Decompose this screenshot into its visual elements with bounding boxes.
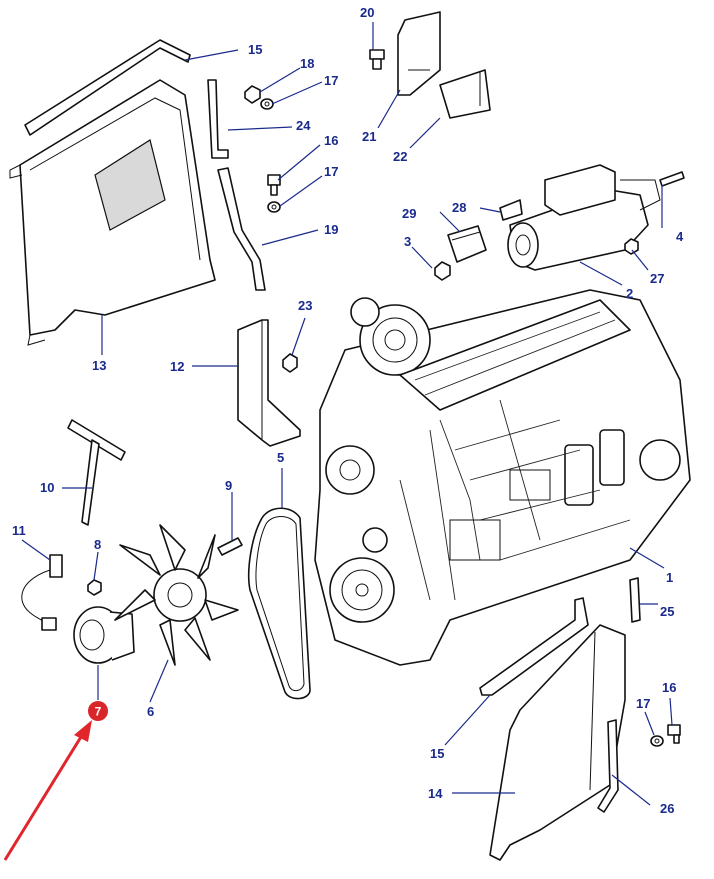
clip-part-25 <box>629 577 641 623</box>
callout-13: 13 <box>92 358 106 373</box>
bracket-part-19 <box>217 167 266 291</box>
highlight-arrow <box>3 720 92 861</box>
callout-6: 6 <box>147 704 154 719</box>
starter-motor-part-2 <box>507 164 661 271</box>
callout-11: 11 <box>12 523 26 538</box>
callout-18: 18 <box>300 56 314 71</box>
label-part-28 <box>499 199 523 221</box>
bolt-part-20 <box>369 49 385 70</box>
bracket-part-12 <box>237 319 301 447</box>
callout-10: 10 <box>40 480 54 495</box>
callout-28: 28 <box>452 200 466 215</box>
bolt-part-16-b <box>667 724 681 744</box>
stud-part-4 <box>659 171 685 187</box>
callout-8: 8 <box>94 537 101 552</box>
callout-3: 3 <box>404 234 411 249</box>
callout-20: 20 <box>360 5 374 20</box>
tool-part-10 <box>67 419 126 526</box>
highlight-marker-part-7: 7 <box>88 701 108 721</box>
bracket-part-24 <box>207 79 229 159</box>
callout-23: 23 <box>298 298 312 313</box>
washer-part-17-a <box>260 98 274 110</box>
callout-17-a: 17 <box>324 73 338 88</box>
callout-16-a: 16 <box>324 133 338 148</box>
callout-5: 5 <box>277 450 284 465</box>
callout-15-top: 15 <box>248 42 262 57</box>
guard-part-14 <box>489 624 626 861</box>
callout-16-b: 16 <box>662 680 676 695</box>
callout-7: 7 <box>95 705 102 719</box>
bracket-part-22 <box>439 69 491 119</box>
callout-14: 14 <box>428 786 443 801</box>
belt-part-5 <box>247 507 311 700</box>
nut-part-27 <box>624 238 639 255</box>
bolt-part-16-a <box>267 174 281 196</box>
seal-strip-part-15-top <box>24 39 191 136</box>
nut-part-18 <box>244 85 261 104</box>
callout-labels: 15 18 17 24 16 17 19 13 20 21 22 29 28 3… <box>12 5 684 816</box>
callout-1: 1 <box>666 570 673 585</box>
callout-27: 27 <box>650 271 664 286</box>
cap-part-29 <box>447 225 487 263</box>
stud-part-9 <box>217 537 243 556</box>
seal-strip-part-15-bottom <box>479 597 589 696</box>
fan-clutch-part-7 <box>73 606 135 664</box>
sensor-part-11 <box>21 554 63 631</box>
engine-part-1 <box>314 289 691 666</box>
callout-2: 2 <box>626 286 633 301</box>
callout-26: 26 <box>660 801 674 816</box>
callout-24: 24 <box>296 118 311 133</box>
callout-17-c: 17 <box>636 696 650 711</box>
callout-12: 12 <box>170 359 184 374</box>
leader-lines <box>21 22 673 806</box>
fan-part-6 <box>114 524 239 666</box>
callout-21: 21 <box>362 129 376 144</box>
callout-19: 19 <box>324 222 338 237</box>
fan-shroud-part-13 <box>9 79 216 346</box>
bracket-part-21 <box>397 11 441 96</box>
callout-17-b: 17 <box>324 164 338 179</box>
nut-part-8 <box>87 579 102 596</box>
bracket-part-26 <box>597 719 619 813</box>
nut-part-3 <box>434 261 451 281</box>
callout-15-bottom: 15 <box>430 746 444 761</box>
washer-part-17-c <box>650 735 664 747</box>
callout-29: 29 <box>402 206 416 221</box>
callout-4: 4 <box>676 229 684 244</box>
nut-part-23 <box>282 353 298 373</box>
callout-25: 25 <box>660 604 674 619</box>
washer-part-17-b <box>267 201 281 213</box>
callout-9: 9 <box>225 478 232 493</box>
callout-22: 22 <box>393 149 407 164</box>
